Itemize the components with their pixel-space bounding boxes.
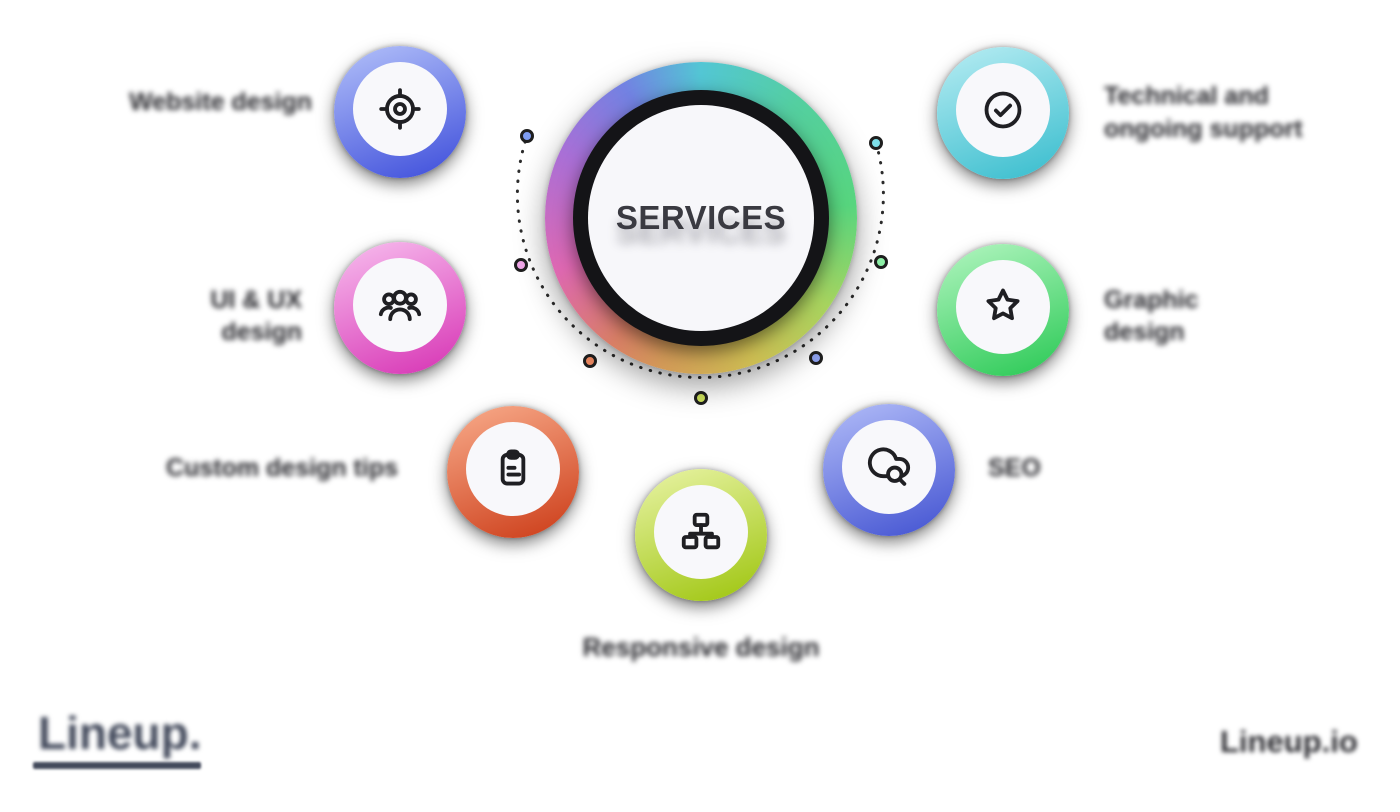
node-uiux-design (334, 242, 466, 374)
node-inner-circle (353, 62, 447, 156)
orbit-dot-graphic (874, 255, 888, 269)
label-seo: SEO (988, 454, 1041, 482)
node-inner-circle (654, 485, 748, 579)
node-graphic-design (937, 244, 1069, 376)
node-seo (823, 404, 955, 536)
node-website-design (334, 46, 466, 178)
node-technical-support (937, 47, 1069, 179)
node-inner-circle (353, 258, 447, 352)
node-custom-design-tips (447, 406, 579, 538)
node-inner-circle (956, 260, 1050, 354)
logo-text: Lineup. (38, 707, 202, 759)
node-responsive-design (635, 469, 767, 601)
orbit-dot-seo (809, 351, 823, 365)
node-inner-circle (466, 422, 560, 516)
star-icon (986, 288, 1020, 321)
logo-underline (33, 762, 201, 769)
orbit-dashed-path (515, 134, 885, 379)
cloud-search-icon (867, 447, 911, 486)
services-title: SERVICES (615, 199, 787, 236)
label-custom-design-tips: Custom design tips (166, 454, 398, 482)
circle-check-icon (984, 91, 1022, 129)
orbit-dot-responsive (694, 391, 708, 405)
node-inner-circle (842, 420, 936, 514)
label-website-design: Website design (129, 88, 312, 116)
orbit-dot-technical (869, 136, 883, 150)
hub-inner-circle: SERVICES (588, 105, 814, 331)
label-uiux-design: UI & UX design (210, 286, 302, 346)
node-inner-circle (956, 63, 1050, 157)
orbit-dot-uiux (514, 258, 528, 272)
label-graphic-design: Graphic design (1104, 286, 1199, 346)
label-responsive-design: Responsive design (582, 632, 820, 662)
target-icon (379, 88, 421, 130)
users-icon (378, 289, 422, 322)
label-technical-support: Technical and ongoing support (1104, 82, 1303, 143)
website-text: Lineup.io (1220, 724, 1358, 759)
orbit-dot-website (520, 129, 534, 143)
orbit-dot-tips (583, 354, 597, 368)
clipboard-icon (500, 449, 526, 486)
sitemap-icon (681, 512, 721, 550)
